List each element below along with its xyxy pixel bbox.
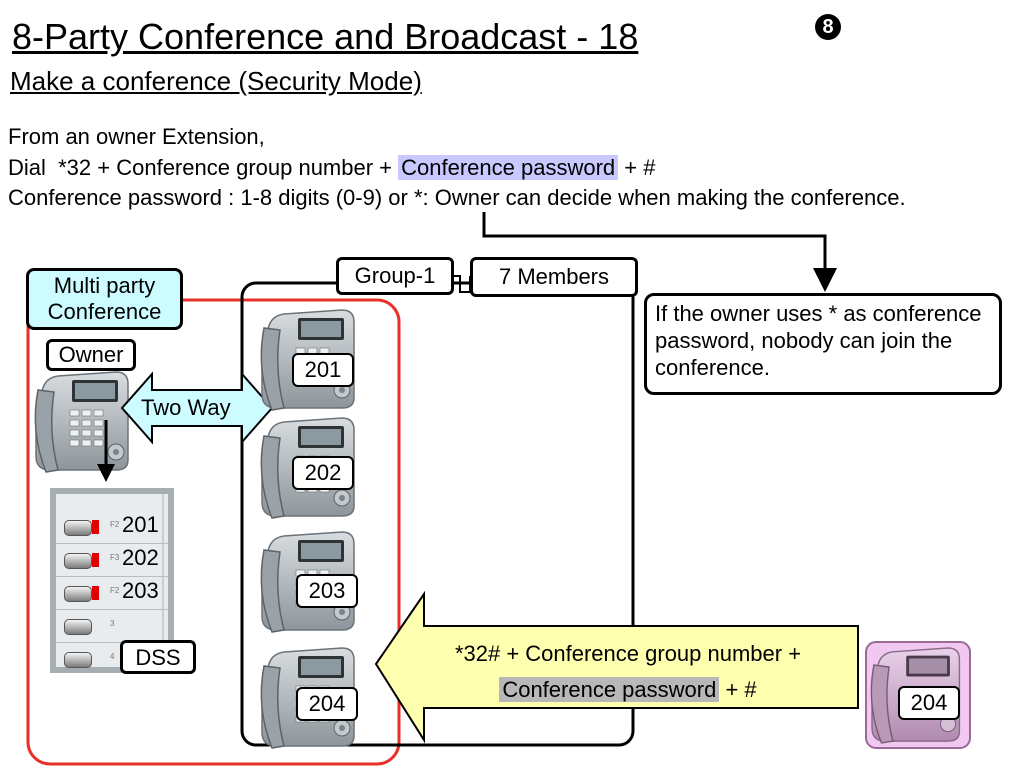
intro-line-2-prefix: Dial *32 + Conference group number +	[8, 154, 399, 180]
page-title: 8-Party Conference and Broadcast - 18	[12, 16, 639, 57]
password-note-arrowhead	[813, 268, 837, 292]
owner-label: Owner	[46, 339, 136, 371]
dss-separator	[162, 494, 164, 667]
multi-party-conference-label: Multi party Conference	[26, 268, 183, 330]
dss-led-icon	[92, 586, 99, 600]
slide-number-badge: 8	[815, 14, 841, 40]
dss-button[interactable]	[64, 619, 92, 635]
member-number-204: 204	[296, 687, 358, 721]
dss-key-201[interactable]: F2 201	[56, 510, 168, 544]
dss-key-mark: 4	[110, 652, 115, 661]
dss-led-icon	[92, 553, 99, 567]
dss-key-202[interactable]: F3 202	[56, 543, 168, 577]
dss-key-panel: F2 201 F3 202 F2 203 3 4	[56, 494, 168, 668]
dss-led-icon	[92, 520, 99, 534]
intro-line-1: From an owner Extension,	[8, 124, 265, 149]
dss-key-label: 201	[122, 512, 159, 537]
two-way-label: Two Way	[141, 395, 231, 420]
dss-key-label: 203	[122, 578, 159, 603]
group-label: Group-1	[336, 257, 454, 295]
page-subtitle: Make a conference (Security Mode)	[10, 66, 422, 96]
member-number-201: 201	[292, 353, 354, 387]
intro-line-2-suffix: + #	[618, 154, 656, 180]
dss-key-label: 202	[122, 545, 159, 570]
password-note: If the owner uses * as conference passwo…	[644, 293, 1002, 395]
join-password-highlight: Conference password	[499, 677, 720, 702]
owner-dss-arrowhead	[97, 464, 115, 482]
dss-key-mark: 3	[110, 619, 115, 628]
member-number-203: 203	[296, 574, 358, 608]
owner-phone-icon	[34, 371, 129, 473]
join-instruction-suffix: + #	[719, 677, 757, 702]
dss-key-mark: F2	[110, 520, 120, 529]
intro-text: From an owner Extension, Dial *32 + Conf…	[8, 122, 1008, 214]
join-instruction: *32# + Conference group number + Confere…	[400, 636, 856, 708]
member-number-202: 202	[292, 456, 354, 490]
conference-boundary	[26, 298, 401, 766]
join-arrow	[374, 590, 859, 744]
password-note-line	[482, 212, 827, 270]
dss-button[interactable]	[64, 520, 92, 536]
dss-key-mark: F3	[110, 553, 120, 562]
join-instruction-line-1: *32# + Conference group number +	[454, 641, 802, 666]
join-instruction-line-2: Conference password + #	[400, 672, 856, 708]
dss-key-203[interactable]: F2 203	[56, 576, 168, 610]
intro-line-3: Conference password : 1-8 digits (0-9) o…	[8, 185, 906, 210]
dss-button[interactable]	[64, 652, 92, 668]
members-label: 7 Members	[470, 257, 638, 297]
dss-key-mark: F2	[110, 586, 120, 595]
outside-phone-number: 204	[898, 686, 960, 720]
conference-password-highlight: Conference password	[398, 154, 619, 180]
dss-key-empty-1[interactable]: 3	[56, 609, 168, 643]
dss-key-empty-2[interactable]: 4	[56, 642, 168, 675]
dss-label: DSS	[120, 640, 196, 674]
dss-button[interactable]	[64, 586, 92, 602]
dss-button[interactable]	[64, 553, 92, 569]
dss-console: F2 201 F3 202 F2 203 3 4	[50, 488, 174, 673]
intro-line-2: Dial *32 + Conference group number + Con…	[8, 153, 1008, 184]
